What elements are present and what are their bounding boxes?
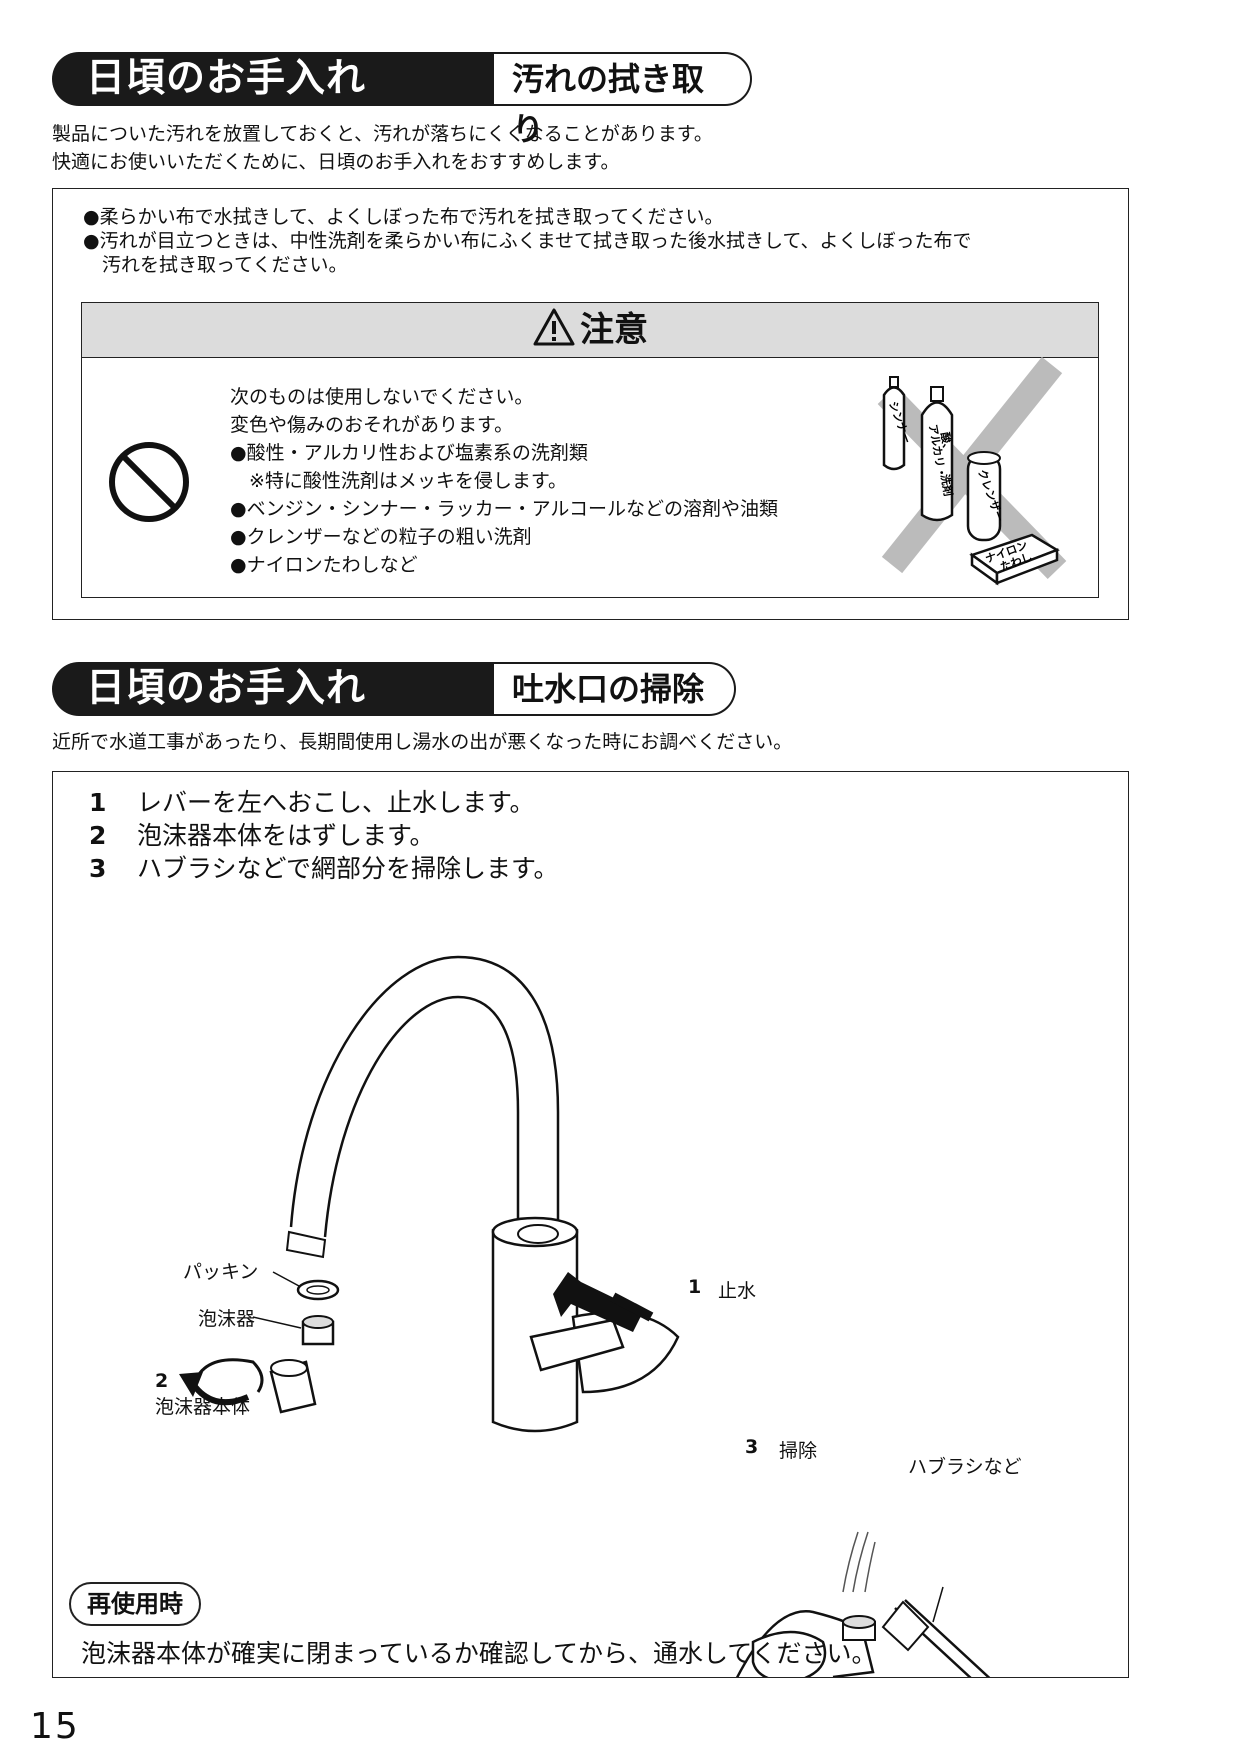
step-text: ハブラシなどで網部分を掃除します。 [137,854,559,883]
section1-title-main: 日頃のお手入れ [52,52,494,106]
caution-line: ●酸性・アルカリ性および塩素系の洗剤類 [230,442,588,464]
section1-title-sub: 汚れの拭き取り [494,52,752,148]
section2-intro: 近所で水道工事があったり、長期間使用し湯水の出が悪くなった時にお調べください。 [52,731,793,753]
caution-line: ●ベンジン・シンナー・ラッカー・アルコールなどの溶剤や油類 [230,498,779,520]
section1-intro: 製品についた汚れを放置しておくと、汚れが落ちにくくなることがあります。 快適にお… [52,120,713,176]
label-aerator: 泡沫器 [198,1308,256,1330]
intro-line: 製品についた汚れを放置しておくと、汚れが落ちにくくなることがあります。 [52,123,713,145]
section2-box: 1 レバーを左へおこし、止水します。 2 泡沫器本体をはずします。 3 ハブラシなどで… [52,771,1129,1678]
prohibited-products-illustration: シンナー アルカリ・ 酸、 洗剤 クレンザー ナイロン たわし [877,356,1067,586]
faucet-illustration [179,955,991,1677]
caution-title: 注意 [82,303,1098,357]
caution-box: 注意 次のものは使用しないでください。 変色や傷みのおそれがあります。 ●酸性・… [81,302,1099,598]
caution-line: ※特に酸性洗剤はメッキを侵します。 [230,470,568,492]
label-step2-num: 2 [155,1370,169,1392]
section1-header: 日頃のお手入れ 汚れの拭き取り [52,52,752,148]
step-number: 2 [89,821,107,850]
label-step3-num: 3 [745,1436,759,1458]
page-number: 15 [30,1706,80,1747]
section2-header: 日頃のお手入れ 吐水口の掃除 [52,662,752,716]
section1-bullets: ●柔らかい布で水拭きして、よくしぼった布で汚れを拭き取ってください。 ●汚れが目… [83,205,1123,277]
caution-list: 次のものは使用しないでください。 変色や傷みのおそれがあります。 ●酸性・アルカ… [230,383,850,579]
section1-box: ●柔らかい布で水拭きして、よくしぼった布で汚れを拭き取ってください。 ●汚れが目… [52,188,1129,620]
step-item: 1 レバーを左へおこし、止水します。 [89,786,989,819]
section2-title-main: 日頃のお手入れ [52,662,494,716]
intro-line: 快適にお使いいただくために、日頃のお手入れをおすすめします。 [52,151,620,173]
label-acid: 酸、 [938,431,956,455]
prohibited-icon [109,442,189,522]
step-item: 2 泡沫器本体をはずします。 [89,819,989,852]
step-number: 1 [89,788,107,817]
label-step3-text: 掃除 [779,1440,818,1462]
bullet-line: 汚れを拭き取ってください。 [83,254,348,276]
caution-line: ●クレンザーなどの粒子の粗い洗剤 [230,526,532,548]
label-step1-text: 止水 [718,1280,757,1302]
bullet-line: ●汚れが目立つときは、中性洗剤を柔らかい布にふくませて拭き取った後水拭きして、よ… [83,230,972,252]
step-item: 3 ハブラシなどで網部分を掃除します。 [89,852,989,885]
label-step2-text: 泡沫器本体 [155,1396,251,1418]
caution-line: ●ナイロンたわしなど [230,554,418,576]
step-number: 3 [89,854,107,883]
label-detergent: 洗剤 [938,473,956,497]
bullet-line: ●柔らかい布で水拭きして、よくしぼった布で汚れを拭き取ってください。 [83,206,724,228]
section2-title-sub: 吐水口の掃除 [494,662,737,716]
label-packing: パッキン [183,1261,259,1283]
label-step1-num: 1 [688,1276,702,1298]
reuse-text: 泡沫器本体が確実に閉まっているか確認してから、通水してください。 [81,1639,877,1668]
label-toothbrush: ハブラシなど [908,1456,1022,1478]
caution-line: 変色や傷みのおそれがあります。 [230,414,514,436]
warning-icon [533,308,575,346]
reuse-tag: 再使用時 [69,1582,201,1626]
step-text: レバーを左へおこし、止水します。 [137,788,535,817]
steps-list: 1 レバーを左へおこし、止水します。 2 泡沫器本体をはずします。 3 ハブラシなどで… [89,786,989,885]
caution-header [82,303,1098,358]
caution-line: 次のものは使用しないでください。 [230,386,534,408]
caution-title-text: 注意 [580,310,648,350]
step-text: 泡沫器本体をはずします。 [137,821,435,850]
